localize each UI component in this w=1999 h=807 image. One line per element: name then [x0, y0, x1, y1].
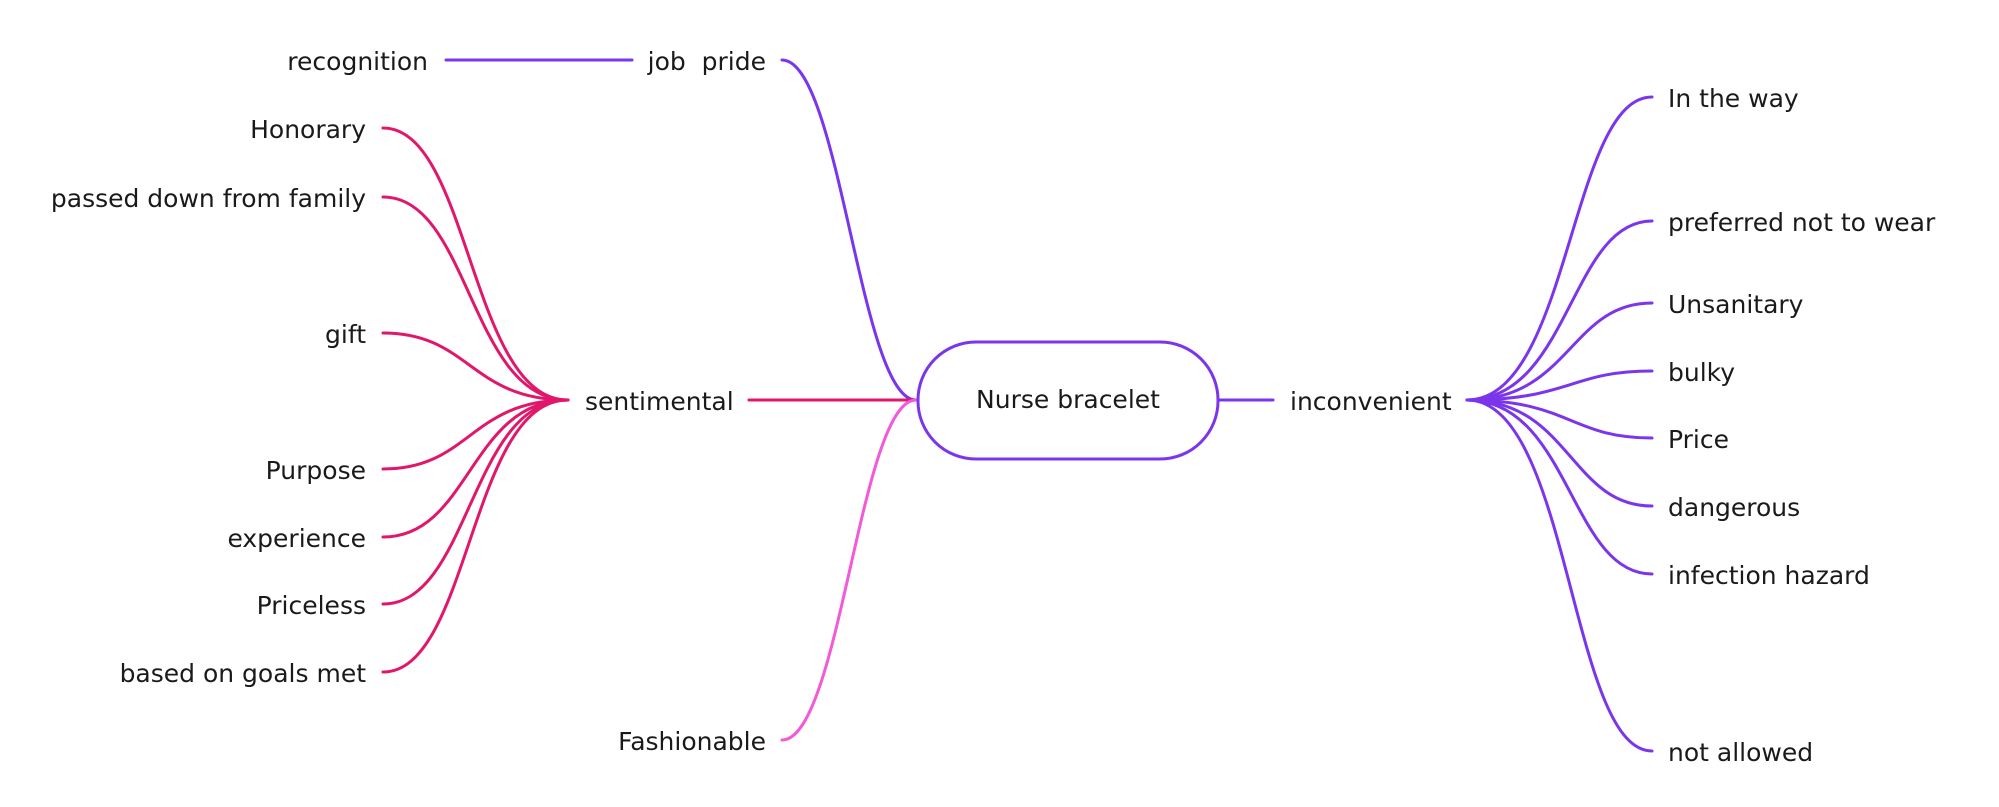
edge-sentimental-goals-met	[381, 398, 570, 674]
center-node-label: Nurse bracelet	[976, 385, 1160, 414]
node-purpose[interactable]: Purpose	[266, 456, 366, 485]
mindmap-edges	[381, 58, 1654, 753]
node-honorary[interactable]: Honorary	[250, 115, 366, 144]
edge-inconvenient-bulky	[1465, 369, 1654, 402]
node-infection-hazard[interactable]: infection hazard	[1668, 561, 1870, 590]
edge-sentimental-honorary	[381, 126, 570, 402]
edge-sentimental-purpose	[381, 398, 570, 471]
node-in-the-way[interactable]: In the way	[1668, 84, 1799, 113]
node-not-allowed[interactable]: not allowed	[1668, 738, 1813, 767]
edge-inconvenient-dangerous	[1465, 398, 1654, 508]
edge-center-job-pride	[780, 58, 918, 402]
edge-inconvenient-not-allowed	[1465, 398, 1654, 753]
node-fashionable[interactable]: Fashionable	[618, 727, 766, 756]
edge-sentimental-gift	[381, 331, 570, 402]
node-recognition[interactable]: recognition	[287, 47, 428, 76]
node-dangerous[interactable]: dangerous	[1668, 493, 1800, 522]
edge-inconvenient-in-the-way	[1465, 95, 1654, 402]
node-priceless[interactable]: Priceless	[257, 591, 366, 620]
edge-center-fashionable	[780, 398, 918, 742]
edge-inconvenient-infection	[1465, 398, 1654, 576]
center-node[interactable]: Nurse bracelet	[916, 340, 1220, 461]
edge-inconvenient-unsanitary	[1465, 301, 1654, 402]
edge-inconvenient-preferred	[1465, 219, 1654, 402]
node-passed-down-from-family[interactable]: passed down from family	[51, 184, 366, 213]
node-unsanitary[interactable]: Unsanitary	[1668, 290, 1804, 319]
node-gift[interactable]: gift	[325, 320, 366, 349]
edge-inconvenient-price	[1465, 398, 1654, 440]
node-job-pride[interactable]: job pride	[647, 47, 766, 76]
node-price[interactable]: Price	[1668, 425, 1729, 454]
edge-sentimental-experience	[381, 398, 570, 539]
node-sentimental[interactable]: sentimental	[585, 387, 734, 416]
node-preferred-not-to-wear[interactable]: preferred not to wear	[1668, 208, 1936, 237]
node-bulky[interactable]: bulky	[1668, 358, 1735, 387]
edge-sentimental-passed-down	[381, 195, 570, 402]
edge-sentimental-priceless	[381, 398, 570, 606]
node-experience[interactable]: experience	[227, 524, 366, 553]
node-inconvenient[interactable]: inconvenient	[1290, 387, 1452, 416]
center-node-frame	[916, 340, 1220, 461]
node-based-on-goals-met[interactable]: based on goals met	[120, 659, 367, 688]
